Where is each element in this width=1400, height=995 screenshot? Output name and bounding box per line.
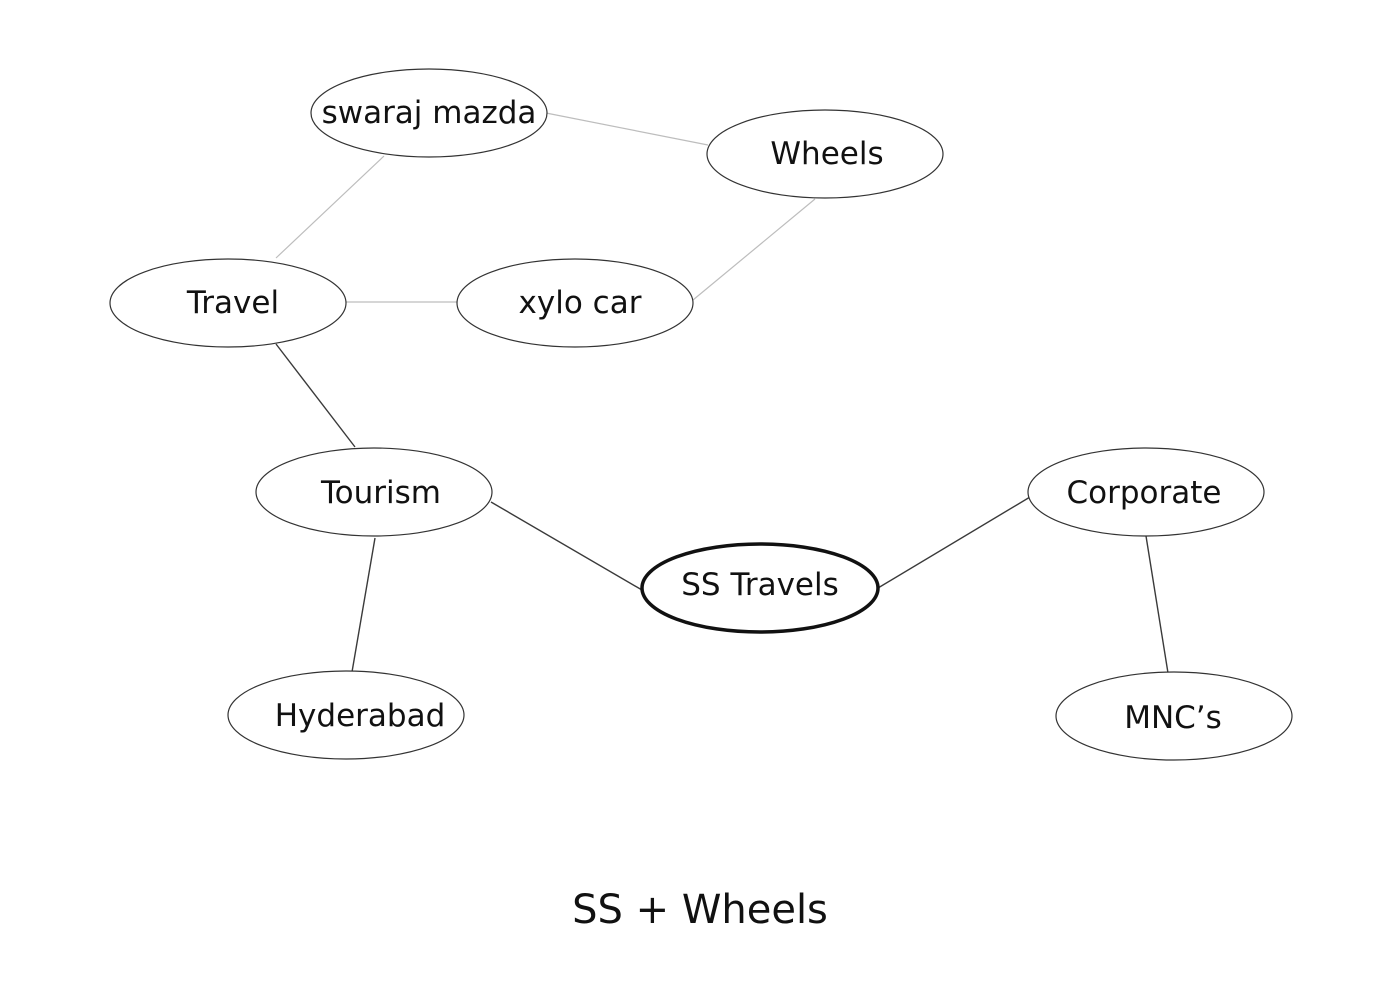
node-label: MNC’s <box>1124 700 1222 736</box>
node-swaraj-mazda: swaraj mazda <box>310 68 548 158</box>
node-label: Wheels <box>770 136 883 172</box>
edge-swaraj-mazda-travel <box>275 155 385 259</box>
node-tourism: Tourism <box>255 447 493 537</box>
node-ss-travels: SS Travels <box>640 542 880 634</box>
node-label: Corporate <box>1067 475 1222 511</box>
edge-travel-tourism <box>275 343 356 448</box>
edge-tourism-hyderabad <box>351 537 376 673</box>
node-corporate: Corporate <box>1027 447 1265 537</box>
diagram-caption: SS + Wheels <box>572 887 828 933</box>
edge-xylo-car-wheels <box>692 198 816 301</box>
node-mncs: MNC’s <box>1055 671 1293 761</box>
node-label: Travel <box>186 285 279 321</box>
node-wheels: Wheels <box>706 109 944 199</box>
node-label: SS Travels <box>681 567 839 603</box>
node-label: xylo car <box>519 285 642 321</box>
node-travel: Travel <box>109 258 347 348</box>
node-label: Hyderabad <box>275 698 446 734</box>
node-label: swaraj mazda <box>322 95 537 131</box>
edge-swaraj-mazda-wheels <box>545 112 709 146</box>
edge-tourism-ss-travels <box>490 501 643 591</box>
node-xylo-car: xylo car <box>456 258 694 348</box>
node-hyderabad: Hyderabad <box>227 670 465 760</box>
edge-corporate-ss-travels <box>877 496 1031 589</box>
node-label: Tourism <box>320 475 441 511</box>
edge-corporate-mncs <box>1145 535 1169 674</box>
